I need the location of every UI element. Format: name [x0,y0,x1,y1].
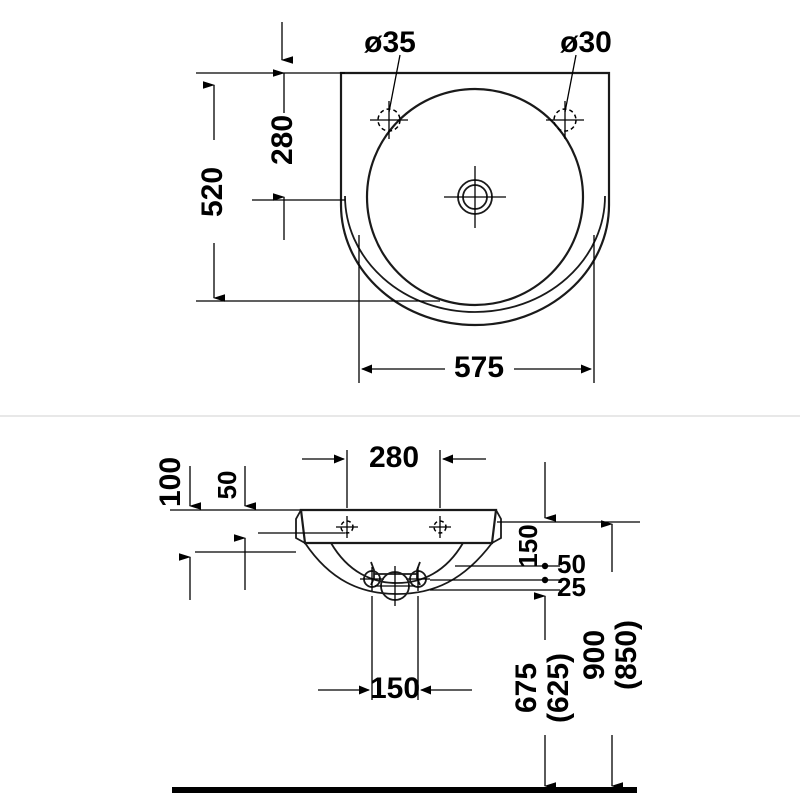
dim-label-280: 280 [266,115,299,165]
dim-label-150-right: 150 [513,524,543,567]
tick-dot-25 [541,576,549,584]
dim-label-675: 675 [510,663,543,713]
basin-bowl-circle [365,87,585,307]
basin-underside-inner [330,542,464,584]
basin-body-profile [299,508,498,545]
dim-150-right: 150 [513,462,556,568]
basin-underside-outer [304,542,493,595]
dim-label-hole-35: ø35 [364,26,416,59]
dim-150-bottom: 150 [318,672,472,705]
dim-label-575: 575 [454,351,504,384]
leader-hole-30 [564,54,577,113]
dim-50-left: 50 [212,466,256,590]
dim-label-850: (850) [610,620,643,690]
dim-575: 575 [361,351,592,384]
dim-label-hole-30: ø30 [560,26,612,59]
tap-hole-left [336,516,358,538]
tap-hole-30 [546,101,584,139]
tap-hole-right [429,516,451,538]
dim-280-side: 280 [302,441,486,474]
dim-label-50-right: 50 [557,549,586,579]
dim-100: 100 [154,457,201,600]
dim-label-520: 520 [196,167,229,217]
drain-hole [444,166,506,228]
basin-outline [339,71,611,327]
dim-label-150-bottom: 150 [370,672,420,705]
side-view-group: 100 50 280 150 [154,441,643,793]
waste-outlet-center [375,566,415,606]
waste-hole-left [360,567,384,591]
dim-675-625: 675 (625) [510,592,575,790]
tick-dot-50 [541,562,549,570]
leader-hole-35 [388,54,401,113]
top-view-group: 520 280 575 ø35 ø30 [196,22,612,384]
dim-label-280-side: 280 [369,441,419,474]
basin-right-bevel [491,509,502,544]
dim-label-100: 100 [154,457,187,507]
waste-hole-right [406,567,430,591]
dim-label-900: 900 [578,630,611,680]
dim-280: 280 [266,69,299,240]
dim-900-850: 900 (850) [578,520,643,790]
dim-label-25-right: 25 [557,572,586,602]
tap-hole-35 [370,101,408,139]
basin-left-bevel [295,509,306,544]
dim-label-625: (625) [542,653,575,723]
dim-label-50-left: 50 [212,471,242,500]
dim-520: 520 [196,81,229,302]
